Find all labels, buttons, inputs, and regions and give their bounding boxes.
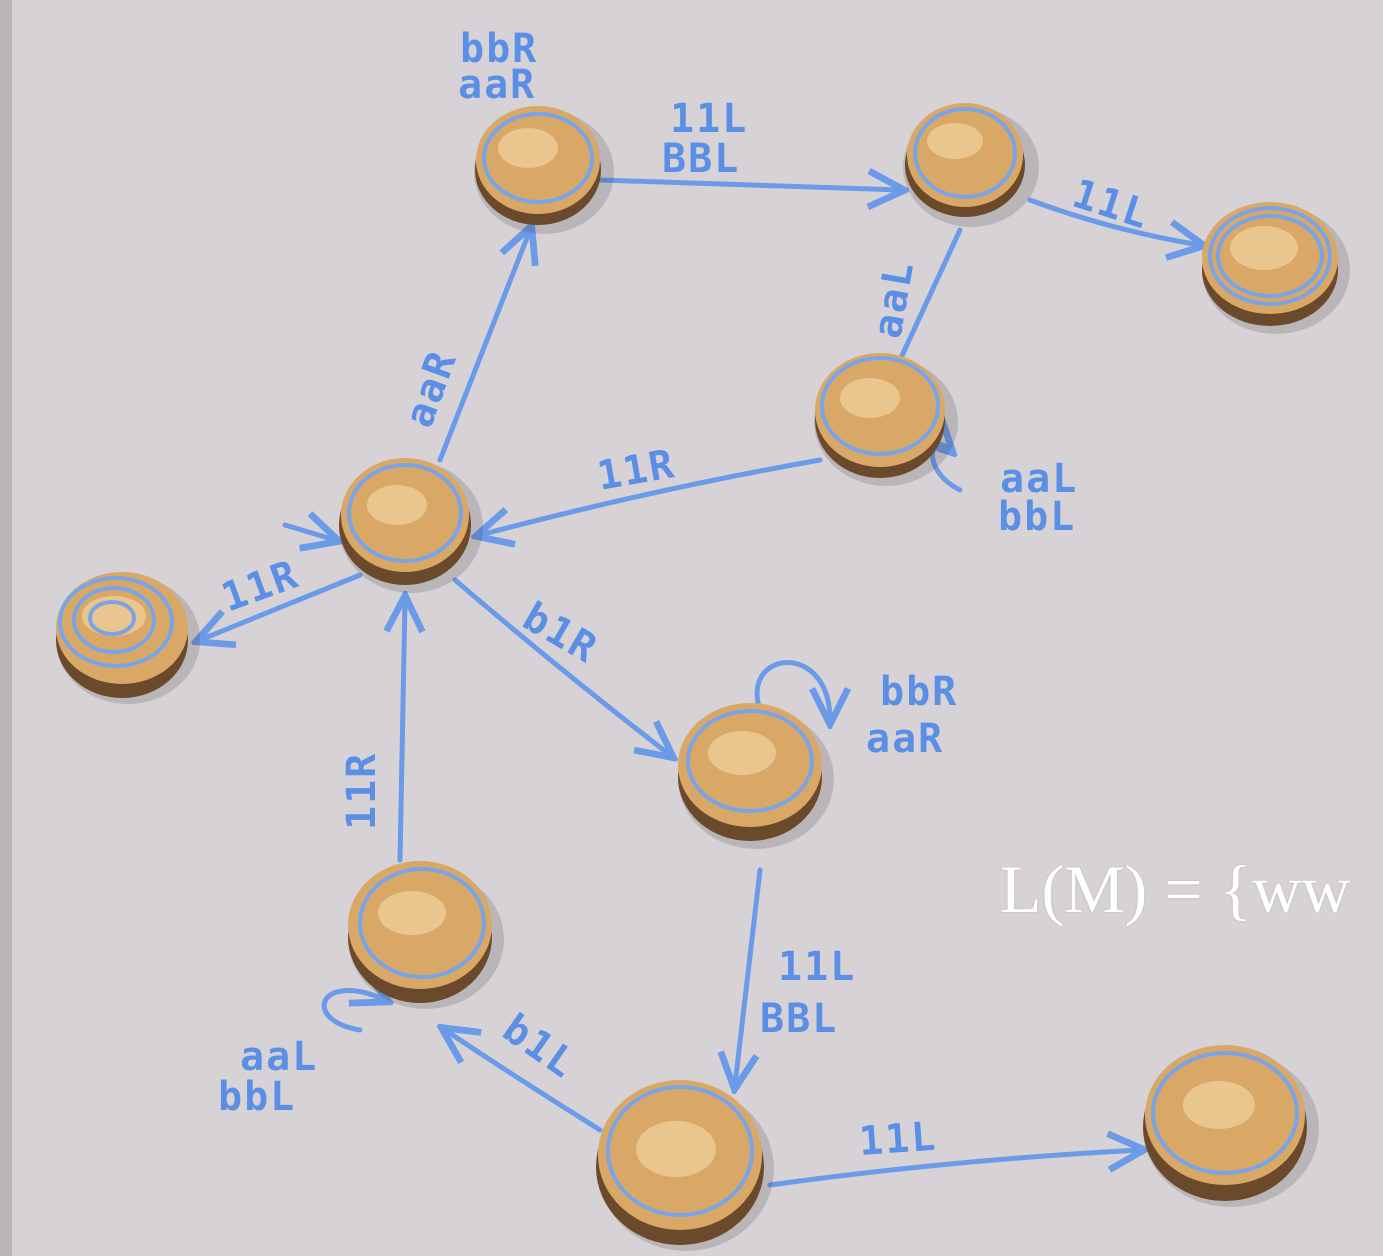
edge-down — [735, 867, 763, 1085]
muffin-state-top-left — [474, 106, 614, 234]
label-bottom-up-left: b1L — [494, 1006, 584, 1089]
muffin-final-left — [56, 572, 200, 704]
muffin-state-center — [339, 458, 483, 593]
label-right-mid-loop-2: aaR — [866, 716, 944, 762]
label-center-left: 11R — [216, 551, 305, 621]
loop-mid-right — [933, 445, 963, 493]
edge-mid-right-up — [897, 227, 963, 363]
label-bottom-right: 11L — [857, 1114, 938, 1165]
muffin-final-bottom-right — [1143, 1045, 1319, 1207]
label-top-loop: bbR — [460, 26, 538, 72]
language-caption: L(M) = {ww — [1000, 851, 1351, 927]
label-lower-up: 11R — [339, 752, 385, 830]
label-lower-loop: aaL — [240, 1034, 318, 1080]
label-down-right-2: BBL — [760, 996, 838, 1042]
edge-center-up — [437, 230, 530, 463]
label-right-mid-loop: bbR — [880, 669, 958, 715]
edge-start-in — [282, 525, 335, 540]
label-top-loop-2: aaR — [458, 62, 536, 108]
edge-center-down-right — [452, 577, 670, 755]
edge-lower-up — [400, 600, 405, 863]
label-top-edge-2: BBL — [662, 136, 740, 182]
edge-mid-to-center — [480, 457, 823, 535]
muffin-final-top-right — [1202, 202, 1350, 334]
label-top-edge: 11L — [670, 96, 748, 142]
muffin-state-right-mid — [678, 703, 834, 849]
label-center-down-right: b1R — [515, 594, 606, 673]
label-down-right: 11L — [778, 944, 856, 990]
paper-edge — [0, 0, 12, 1256]
label-mid-loop: aaL — [1000, 456, 1078, 502]
label-lower-loop-2: bbL — [218, 1074, 296, 1120]
loop-lower — [321, 991, 385, 1033]
muffin-state-bottom — [596, 1080, 774, 1251]
edge-bottom-right — [767, 1150, 1140, 1188]
label-mid-loop-2: bbL — [998, 494, 1076, 540]
edge-center-left — [200, 572, 363, 640]
transition-labels: bbR aaR 11L BBL 11L aaL 11R aaL bbL aaR … — [216, 26, 1156, 1165]
edge-top-right — [597, 180, 900, 190]
edge-bottom-up-left — [445, 1030, 603, 1133]
loop-right-mid — [754, 660, 830, 721]
label-right-edge: 11L — [1067, 171, 1156, 239]
transition-edges — [200, 180, 1200, 1188]
muffin-state-lower-left — [348, 861, 504, 1009]
edge-top-right-to-final — [1027, 197, 1200, 245]
muffin-state-top-right — [903, 103, 1039, 227]
muffin-state-mid-right — [814, 353, 958, 486]
